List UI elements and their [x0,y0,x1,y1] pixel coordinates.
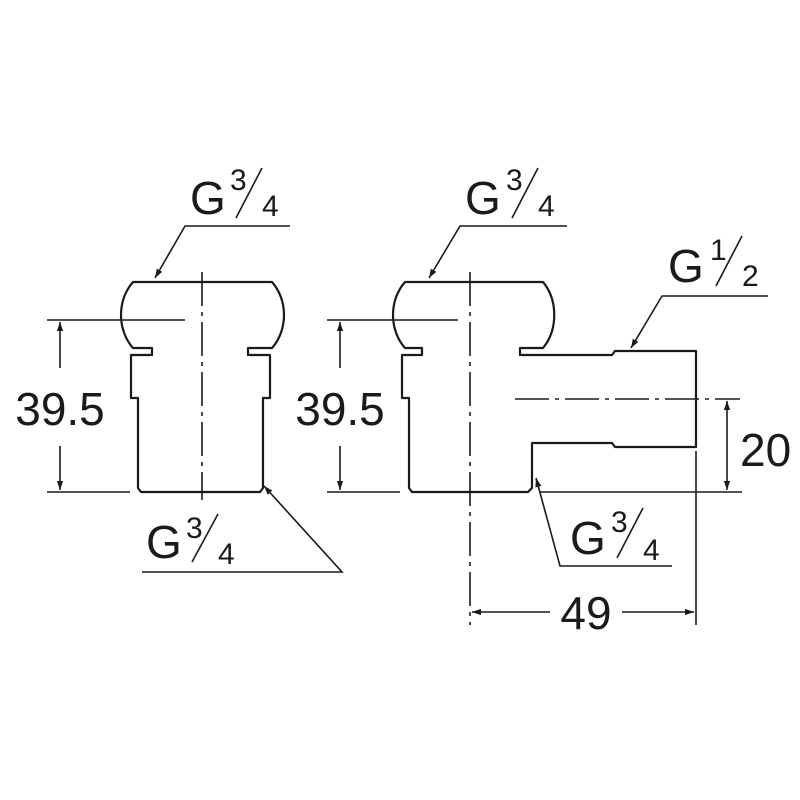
right-side-thread-den: 2 [742,260,759,293]
right-side-thread-label: G 1 2 [668,234,759,293]
right-side-leader [630,295,768,349]
right-bottom-thread-fraction-bar [616,507,644,559]
left-bottom-thread-prefix: G [146,516,182,568]
left-top-thread-den: 4 [262,190,279,223]
left-fitting-outline [120,280,285,494]
left-fitting-view: 39.5 G 3 4 G 3 4 [15,164,344,573]
right-top-leader [428,225,567,279]
right-bottom-thread-prefix: G [570,512,606,564]
right-side-thread-fraction-bar [715,235,743,287]
right-width-dim: 49 [560,587,611,639]
left-bottom-thread-fraction-bar [191,513,219,563]
left-bottom-leader [142,485,344,573]
right-side-thread-prefix: G [668,240,704,292]
left-top-thread-fraction-bar [235,167,263,219]
right-top-thread-num: 3 [506,164,523,197]
right-top-thread-fraction-bar [511,167,539,219]
right-top-thread-prefix: G [465,172,501,224]
right-bottom-thread-den: 4 [643,534,660,567]
left-bottom-thread-num: 3 [186,512,203,545]
right-fitting-view: 39.5 20 49 G 3 4 G 1 2 G 3 [295,164,791,639]
left-height-dim: 39.5 [15,383,105,435]
left-bottom-thread-label: G 3 4 [146,512,235,571]
right-height-dim: 39.5 [295,383,385,435]
left-top-thread-num: 3 [230,164,247,197]
right-fitting-outline [392,280,698,494]
right-bottom-thread-num: 3 [611,506,628,539]
right-top-thread-den: 4 [538,190,555,223]
left-bottom-thread-den: 4 [218,538,235,571]
left-top-thread-prefix: G [190,172,226,224]
right-side-thread-num: 1 [710,234,727,267]
right-bottom-leader [535,477,672,567]
left-top-leader [154,225,290,279]
right-top-thread-label: G 3 4 [465,164,555,224]
right-bottom-thread-label: G 3 4 [570,506,660,567]
left-top-thread-label: G 3 4 [190,164,279,224]
right-offset-dim: 20 [740,424,791,476]
